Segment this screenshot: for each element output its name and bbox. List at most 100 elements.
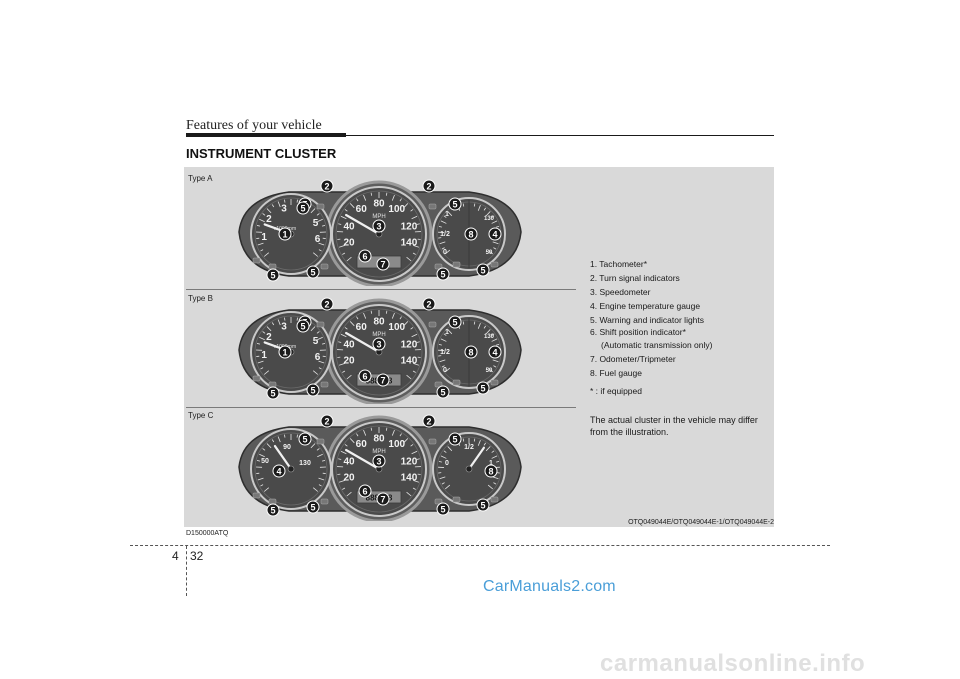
gauge-tick <box>441 482 445 485</box>
callout-badge <box>298 432 312 446</box>
cluster-type-b: 20406080100120140MPH888888123456x1000rpm… <box>229 296 529 404</box>
callout-badge <box>422 297 436 311</box>
gauge-tick <box>492 241 499 245</box>
section-title: INSTRUMENT CLUSTER <box>186 146 337 161</box>
callout-badge <box>476 381 490 395</box>
gauge-tick <box>346 491 352 497</box>
gauge-tick <box>266 326 272 332</box>
footer-rule <box>130 545 830 546</box>
callout-badge <box>488 345 502 359</box>
speed-tick-label: 20 <box>343 473 355 484</box>
gauge-tick <box>370 310 373 314</box>
warning-lamp-icon <box>490 496 499 503</box>
gauge-tick <box>477 440 481 446</box>
watermark-link[interactable]: CarManuals2.com <box>483 578 616 595</box>
callout-number: 5 <box>310 502 315 512</box>
warning-lamp-icon <box>428 321 437 328</box>
gauge-tick <box>318 484 322 487</box>
page-number: 32 <box>190 549 204 563</box>
callout-badge <box>278 345 292 359</box>
cluster-type-a: 20406080100120140MPH123456x1000rpm130905… <box>229 178 529 286</box>
callout-badge <box>448 315 462 329</box>
warning-lamp-icon <box>490 261 499 268</box>
temp-tick-label: 50 <box>261 458 269 465</box>
gauge-tick <box>344 444 348 447</box>
gauge-tick <box>412 487 416 490</box>
callout-badge <box>372 219 386 233</box>
gauge-tick <box>491 220 498 224</box>
callout-badge <box>266 386 280 400</box>
gauge-tick <box>312 370 319 375</box>
callout-number: 5 <box>302 434 307 444</box>
gauge-tick <box>440 338 447 342</box>
gauge-tick <box>310 208 316 214</box>
legend-note: * : if equipped <box>590 386 642 396</box>
chapter-number: 4 <box>172 549 179 563</box>
gauge-tick <box>271 322 275 326</box>
gauge-tick <box>391 429 395 436</box>
gauge-tick <box>444 249 451 255</box>
gauge-tick <box>257 360 264 364</box>
callout-badge <box>376 257 390 271</box>
fuel-tick-label: 1 <box>445 329 449 336</box>
gauge-tick <box>340 333 347 338</box>
callout-number: 5 <box>270 270 275 280</box>
gauge-hub <box>287 465 295 473</box>
gauge-rim <box>436 436 502 502</box>
callout-badge <box>272 464 286 478</box>
speed-tick-label: 100 <box>388 322 405 333</box>
callout-badge <box>436 502 450 516</box>
gauge-tick <box>443 333 447 336</box>
tach-tick-label: 6 <box>315 352 321 363</box>
gauge-tick <box>462 438 465 442</box>
gauge-tick <box>416 223 420 225</box>
tach-tick-label: 3 <box>281 321 287 332</box>
fuel-tick-label: 1 <box>445 211 449 218</box>
gauge-tick <box>473 321 476 325</box>
speed-tick-label: 40 <box>343 456 355 467</box>
gauge-tick <box>399 433 402 437</box>
gauge-tick <box>263 487 270 492</box>
warning-lamp-icon <box>452 496 461 503</box>
tach-tick-label: 2 <box>266 332 272 343</box>
gauge-tick <box>310 443 316 449</box>
callout-number: 8 <box>488 466 493 476</box>
legend-item: 3. Speedometer <box>590 287 651 297</box>
speed-tick-label: 100 <box>388 204 405 215</box>
callout-number: 8 <box>468 229 473 239</box>
warning-lamp-icon <box>316 438 325 445</box>
speed-tick-label: 140 <box>401 473 418 484</box>
disclaimer-text: The actual cluster in the vehicle may di… <box>590 415 758 437</box>
gauge-tick <box>438 344 442 346</box>
warning-lamp-icon <box>252 375 261 382</box>
callout-badge <box>464 345 478 359</box>
callout-badge <box>448 432 462 446</box>
gauge-tick <box>339 244 345 248</box>
gauge-tick <box>399 198 402 202</box>
warning-lamp-icon <box>320 381 329 388</box>
callout-number: 5 <box>310 385 315 395</box>
warning-lamp-icon <box>252 492 261 499</box>
speed-tick-label: 60 <box>356 322 368 333</box>
speed-tick-label: 80 <box>373 199 385 210</box>
temp-tick-label: 130 <box>484 216 495 222</box>
callout-number: 1 <box>282 347 287 357</box>
section-code: D150000ATQ <box>186 530 229 537</box>
gauge-tick <box>349 321 355 327</box>
gauge-needle <box>467 446 486 471</box>
gauge-tick <box>411 333 418 338</box>
gauge-tick <box>477 205 481 211</box>
temp-tick-label: 50 <box>486 250 493 256</box>
callout-badge <box>296 319 310 333</box>
speed-tick-label: 20 <box>343 238 355 249</box>
callout-badge <box>476 498 490 512</box>
gauge-tick <box>411 450 418 455</box>
callout-badge <box>320 297 334 311</box>
gauge-tick <box>266 208 272 214</box>
gauge-hub <box>465 465 473 473</box>
gauge-tick <box>439 359 446 363</box>
gauge-tick <box>316 448 320 451</box>
panel-separator <box>186 289 576 290</box>
callout-number: 4 <box>492 347 497 357</box>
warning-lamp-icon <box>490 379 499 386</box>
